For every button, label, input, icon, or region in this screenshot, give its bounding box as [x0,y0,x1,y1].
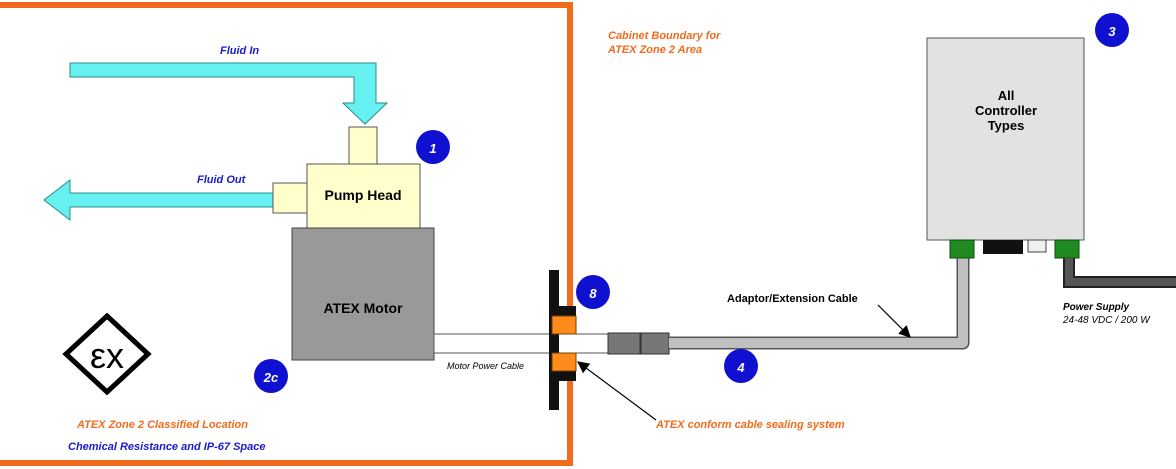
controller-label-line2: Controller [975,103,1037,118]
controller-connector-left [949,239,975,259]
extension-cable-fill [669,258,968,348]
marker-2c: 2c [254,359,288,393]
fluid-in-label: Fluid In [220,45,259,57]
zone-location-label: ATEX Zone 2 Classified Location [76,419,248,431]
seal-orange-lower [551,352,577,372]
controller-connector-black [983,240,1023,254]
atex-hexagon-icon: εx [62,312,152,396]
controller-connector-right [1054,239,1080,259]
chem-space-label: Chemical Resistance and IP-67 Space [68,441,265,453]
pump-outlet-port [272,182,308,214]
marker-3: 3 [1095,13,1129,47]
seal-black-upper [549,270,559,410]
motor-label: ATEX Motor [323,300,403,316]
seal-system-pointer [577,361,657,421]
svg-text:3: 3 [1108,24,1116,39]
power-supply-label: Power Supply [1063,302,1130,313]
svg-text:2c: 2c [263,370,279,385]
power-cable-fill [1065,258,1176,286]
controller-connector-white [1027,239,1047,253]
controller-label-line3: Types [988,118,1025,133]
motor-power-cable [433,333,609,354]
svg-text:εx: εx [90,335,124,376]
fluid-in-arrow [69,62,389,125]
seal-black-bottom-cap [559,371,576,381]
motor-cable-label: Motor Power Cable [447,361,524,371]
cable-connector-1 [607,332,641,355]
seal-black-top-cap [559,306,576,316]
extension-cable-pointer [877,304,911,338]
fluid-out-label: Fluid Out [197,174,247,186]
marker-1: 1 [416,130,450,164]
svg-text:1: 1 [429,141,436,156]
cable-connector-2 [640,332,670,355]
marker-8: 8 [576,275,610,309]
svg-text:8: 8 [589,286,597,301]
fluid-out-arrow [43,178,276,222]
pump-head-label: Pump Head [324,187,401,203]
controller-box [926,37,1085,241]
extension-cable-label: Adaptor/Extension Cable [727,293,858,305]
cabinet-boundary [0,2,573,466]
atex-motor [291,227,435,361]
pump-inlet-port [348,126,378,165]
svg-text:4: 4 [736,360,745,375]
seal-orange-upper [551,315,577,335]
power-spec-label: 24-48 VDC / 200 W [1062,315,1151,326]
boundary-label-line2: ATEX Zone 2 Area [607,44,702,56]
boundary-label-line1: Cabinet Boundary for [608,30,721,42]
controller-label-line1: All [998,88,1015,103]
seal-system-label: ATEX conform cable sealing system [655,419,845,431]
marker-4: 4 [724,349,758,383]
